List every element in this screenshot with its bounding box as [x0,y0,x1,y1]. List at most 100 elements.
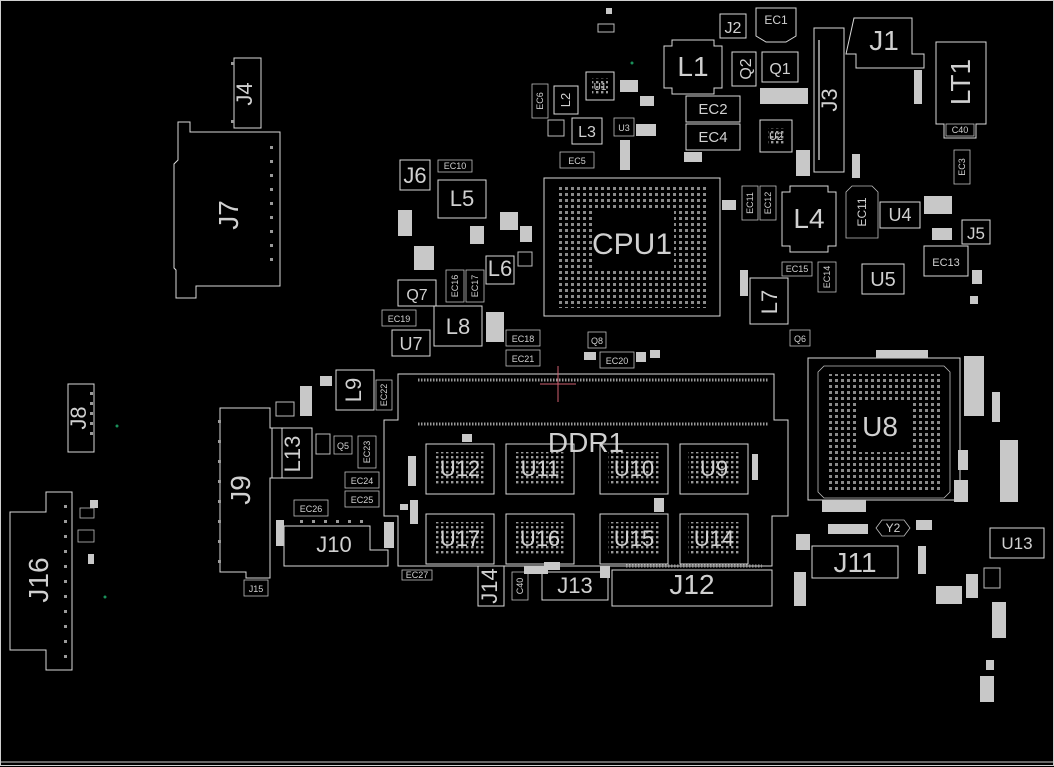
cpu1[interactable]: CPU1 [543,177,721,317]
crystal-y2[interactable]: Y2 [875,519,911,537]
capacitor-ec10[interactable]: EC11 [741,185,759,221]
svg-text:EC2: EC2 [698,101,727,118]
connector-j13[interactable]: J13 [541,571,609,601]
memory-chip-u10[interactable]: U9 [679,443,749,495]
connector-j6[interactable]: J6 [399,159,431,191]
capacitor-ec19[interactable]: EC20 [599,351,635,369]
capacitor-ec14[interactable]: EC15 [781,261,813,277]
memory-chip-u11[interactable]: U10 [599,443,669,495]
connector-j8[interactable]: J8 [66,383,95,453]
svg-text:L6: L6 [488,256,512,281]
svg-text:U12: U12 [440,456,480,481]
memory-chip-u13[interactable]: U12 [425,443,495,495]
inductor-l7[interactable]: L7 [749,277,789,325]
capacitor-ec27[interactable]: C40 [511,571,529,601]
capacitor-ec6[interactable]: EC6 [531,83,549,119]
capacitor-ec1[interactable]: EC1 [755,7,797,43]
label-l9: L9 [341,378,366,402]
capacitor-ec18[interactable]: EC19 [381,309,417,327]
inductor-l9[interactable]: L9 [335,369,375,411]
connector-j11[interactable]: J11 [811,545,899,579]
label-j8: J8 [66,406,91,429]
svg-text:EC25: EC25 [351,495,374,505]
capacitor-ec22[interactable]: EC23 [357,435,377,469]
inductor-l8[interactable]: L8 [433,305,483,347]
capacitor-ec25[interactable]: EC26 [293,499,329,517]
inductor-l1[interactable]: L1 [663,39,723,95]
capacitor-ec13[interactable]: EC14 [817,261,837,293]
svg-text:L4: L4 [793,203,824,234]
connector-j3[interactable]: J3 [813,27,845,173]
connector-j16[interactable]: J16 [9,491,73,671]
svg-text:U10: U10 [614,456,654,481]
connector-j15[interactable]: J15 [243,579,269,597]
svg-text:Q2: Q2 [738,58,755,79]
ic-u3[interactable]: U3 [613,117,635,137]
svg-text:EC16: EC16 [450,275,460,298]
capacitor-ec4[interactable]: EC4 [685,123,741,151]
capacitor-ec8[interactable]: EC10 [437,159,473,173]
capacitor-ec5[interactable]: EC5 [559,151,595,169]
inductor-l5[interactable]: L5 [437,179,487,219]
connector-j1[interactable]: J1 [845,17,925,69]
capacitor-ec21[interactable]: EC22 [375,379,393,411]
inductor-l4[interactable]: L4 [781,185,837,253]
connector-j5[interactable]: J5 [961,219,991,245]
ic-u9[interactable]: U8 [807,357,961,501]
capacitor-ec3[interactable]: EC3 [953,149,971,185]
capacitor-ec12[interactable]: EC13 [923,245,969,277]
svg-text:EC3: EC3 [957,158,967,176]
memory-chip-u18[interactable]: U17 [425,513,495,565]
capacitor-ec15[interactable]: EC16 [445,269,465,303]
ic-u1[interactable]: U1 [585,71,615,101]
capacitor-ec16[interactable]: EC17 [465,269,485,303]
ic-u14[interactable]: U13 [989,527,1045,559]
capacitor-ec20[interactable]: EC21 [505,349,541,367]
svg-text:Q6: Q6 [794,334,806,344]
connector-j7[interactable]: J7 [173,121,281,299]
connector-j12[interactable]: J12 [611,564,773,607]
connector-lt1[interactable]: LT1 [935,41,987,139]
svg-text:U3: U3 [618,123,630,133]
capacitor-ec17[interactable]: EC18 [505,329,541,347]
capacitor-ec24[interactable]: EC25 [344,490,380,508]
capacitor-ec9[interactable]: EC11 [845,185,879,239]
inductor-l3[interactable]: L3 [571,117,603,145]
transistor-q6[interactable]: Q6 [789,329,811,347]
label-j13: J13 [557,573,592,598]
capacitor-c40[interactable]: C40 [945,123,975,137]
ic-u8[interactable]: U7 [391,329,431,357]
capacitor-ec11[interactable]: EC12 [759,185,777,221]
inductor-l6[interactable]: L6 [485,255,515,285]
inductor-l13[interactable]: L13 [271,427,313,479]
svg-text:J1: J1 [869,25,899,56]
memory-chip-u15[interactable]: U14 [679,513,749,565]
capacitor-ec2[interactable]: EC2 [685,95,741,123]
inductor-l2[interactable]: L2 [553,85,579,115]
ic-u5[interactable]: U5 [861,263,905,295]
label-j15: J15 [249,584,264,594]
ic-u4[interactable]: U4 [879,201,921,229]
connector-j14[interactable]: J14 [477,565,505,607]
crosshair-marker [540,366,576,402]
connector-j10[interactable]: J10 [283,520,389,567]
svg-text:L2: L2 [558,93,573,107]
connector-j2[interactable]: J2 [719,13,747,39]
svg-text:U17: U17 [440,526,480,551]
label-j4: J4 [232,82,257,105]
capacitor-ec26[interactable]: EC27 [401,569,433,581]
connector-j9[interactable]: J9 [218,407,283,579]
transistor-q2[interactable]: Q2 [731,51,757,87]
transistor-q5[interactable]: Q5 [333,435,353,455]
memory-chip-u16[interactable]: U15 [599,513,669,565]
capacitor-ec23[interactable]: EC24 [344,471,380,489]
memory-chip-u17[interactable]: U16 [505,513,575,565]
ic-u2[interactable]: U2 [759,119,793,153]
transistor-q7[interactable]: Q7 [397,279,437,307]
label-j14: J14 [477,568,502,603]
label-j12: J12 [669,569,714,600]
transistor-q1[interactable]: Q1 [761,51,799,83]
transistor-q8[interactable]: Q8 [587,331,607,349]
connector-j4[interactable]: J4 [231,57,262,129]
memory-chip-u12[interactable]: U11 [505,443,575,495]
